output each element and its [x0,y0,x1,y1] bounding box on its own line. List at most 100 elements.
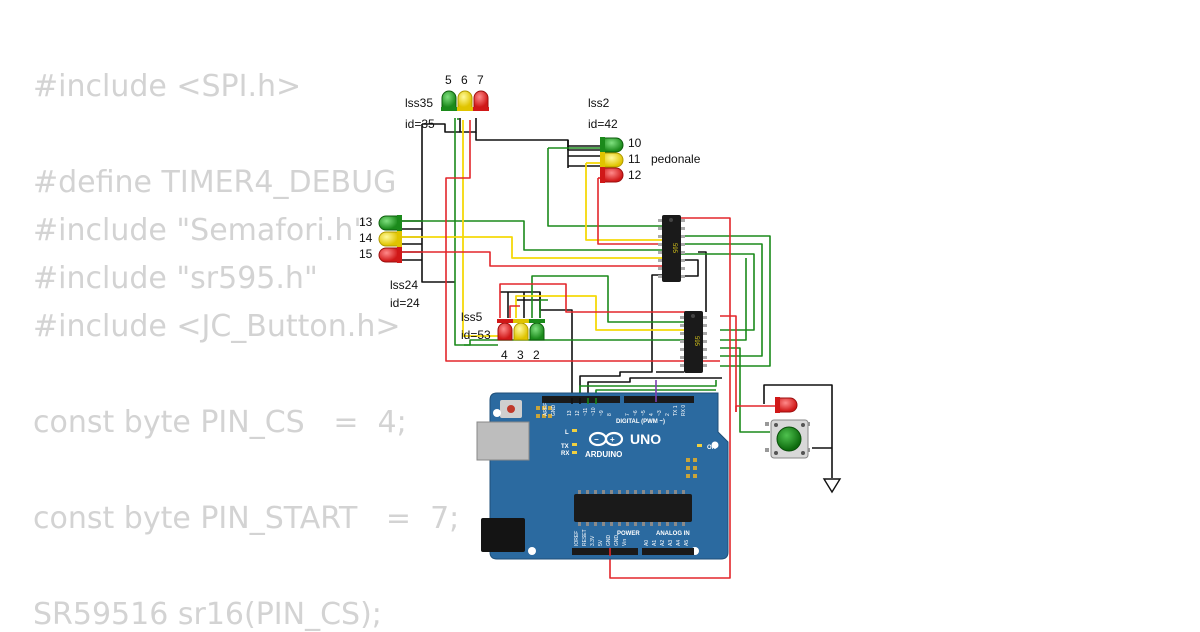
pin-label: 10 [628,136,642,150]
pin-label: 2 [533,348,540,362]
pin-label: 4 [501,348,508,362]
pin-label: AREF [543,403,549,416]
led-group-lss24: 13 14 15 lss24 id=24 [359,215,420,310]
pin-label: 13 [359,215,373,229]
ground-symbol [822,478,842,494]
on-led-label: ON [707,445,716,451]
uno-logo: − + [588,431,624,447]
pin-label: 7 [477,73,484,87]
red-led[interactable] [473,90,489,111]
led-group-lss5: lss5 id=53 4 3 2 [461,310,545,362]
yellow-led[interactable] [457,90,473,111]
group-id-label: id=42 [588,117,618,131]
pin-label: GND [614,535,620,547]
atmega-chip [574,494,692,522]
group-name-label: lss24 [390,278,418,292]
code-line: SR59516 sr16(PIN_CS); [33,597,382,632]
start-push-button[interactable] [765,419,810,459]
green-led[interactable] [529,319,545,341]
pin-label: 6 [461,73,468,87]
digital-header-left [542,396,620,403]
pin-label: ~9 [599,410,605,416]
yellow-led[interactable] [600,152,624,168]
board-brand: ARDUINO [585,450,622,459]
pin-label: ~3 [657,410,663,416]
green-led[interactable] [378,215,402,231]
shift-register-1[interactable]: 595 [658,215,685,282]
rx-label: RX [561,451,569,457]
svg-text:+: + [610,435,615,444]
pin-label: ~10 [591,407,597,416]
pin-label: A5 [684,540,690,546]
digital-header-right [624,396,694,403]
pin-label: 12 [575,410,581,416]
pin-label: GND [606,535,612,547]
pin-label: GND [551,405,557,417]
group-id-label: id=35 [405,117,435,131]
power-header [572,548,638,555]
pin-label: ~5 [641,410,647,416]
pin-label: 15 [359,247,373,261]
pin-label: 4 [649,413,655,416]
pin-label: 2 [665,413,671,416]
code-line: #define TIMER4_DEBUG [33,165,397,200]
pin-label: Vin [622,539,628,546]
pin-label: A0 [644,540,650,546]
pin-label: 5V [598,539,604,546]
yellow-wires [402,120,684,337]
pin-label: A2 [660,540,666,546]
yellow-led[interactable] [513,319,529,341]
analog-label: ANALOG IN [656,531,690,537]
wires [402,118,833,579]
pin-label: RESET [582,529,588,546]
pin-label: 5 [445,73,452,87]
green-wires [402,118,771,433]
chip-label: 595 [693,336,699,347]
shift-register-2[interactable]: 595 [680,311,707,373]
group-name-label: lss5 [461,310,483,324]
code-line: #include "Semafori.h" [33,213,368,248]
group-id-label: id=24 [390,296,420,310]
pin-label: RX 0 [681,405,687,416]
led-group-lss35: 5 6 7 lss35 id=35 [405,73,489,131]
pin-label: 11 [628,152,641,166]
arduino-uno-board[interactable]: − + UNO ARDUINO DIGITAL (PWM ~) POWER AN… [476,392,729,560]
pin-label: A4 [676,540,682,546]
code-line: #include <SPI.h> [33,69,302,104]
power-label: POWER [617,531,640,537]
pedestrian-label: pedonale [651,152,701,166]
l-led-label: L [565,430,569,436]
code-line: const byte PIN_CS = 4; [33,405,407,440]
pin-label: TX 1 [673,405,679,416]
group-name-label: lss35 [405,96,433,110]
svg-text:−: − [594,435,599,444]
red-wires [402,120,776,579]
pin-label: 8 [607,413,613,416]
red-led[interactable] [600,167,624,183]
red-led[interactable] [378,247,402,263]
tx-label: TX [561,444,569,450]
pin-label: 7 [625,413,631,416]
board-model: UNO [630,431,661,447]
code-line: #include "sr595.h" [33,261,318,296]
yellow-led[interactable] [378,231,402,247]
code-line: const byte PIN_START = 7; [33,501,460,536]
group-name-label: lss2 [588,96,610,110]
chip-label: 595 [671,243,677,254]
analog-header [642,548,694,555]
code-line: #include <JC_Button.h> [33,309,401,344]
usb-port [476,421,530,461]
pin-label: ~6 [633,410,639,416]
led-group-lss2: lss2 id=42 10 11 12 pedonale [588,96,701,183]
pin-label: 12 [628,168,642,182]
pin-label: ~11 [583,408,589,416]
red-led[interactable] [497,319,513,341]
green-led[interactable] [600,137,624,153]
green-led[interactable] [441,90,457,111]
pin-label: A3 [668,540,674,546]
pin-label: 13 [567,410,573,416]
reset-button [507,405,515,413]
indicator-red-led[interactable] [775,397,798,413]
pin-label: 14 [359,231,373,245]
